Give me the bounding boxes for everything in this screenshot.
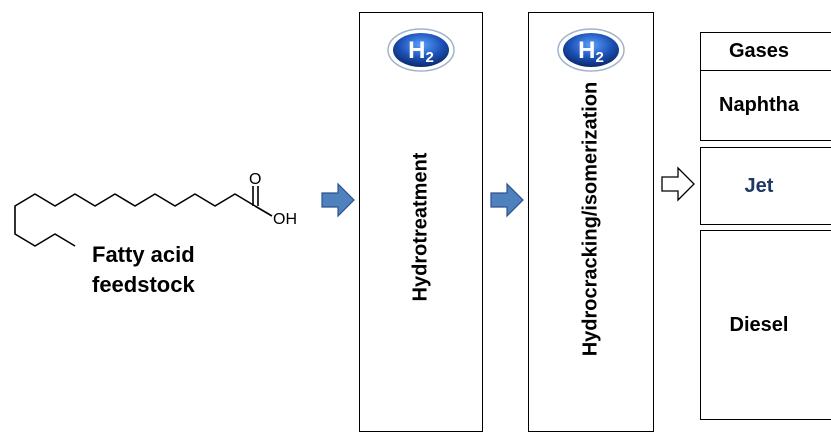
product-jet: Jet <box>700 147 831 225</box>
hydroxyl-bond <box>254 205 273 217</box>
hydrotreatment-step: H2 Hydrotreatment <box>359 12 483 432</box>
product-naphtha: Naphtha <box>700 70 831 141</box>
carbon-chain <box>14 193 256 247</box>
hydrotreatment-label: Hydrotreatment <box>409 152 432 302</box>
reagent-symbol: H <box>578 37 595 64</box>
product-jet-label: Jet <box>744 174 774 197</box>
oxygen-atom-label: O <box>249 171 261 188</box>
feedstock-label-line1: Fatty acid <box>92 242 195 267</box>
fatty-acid-structure: O OH <box>14 171 297 247</box>
hydrogen-icon: H2 <box>387 28 455 72</box>
feedstock-label-line2: feedstock <box>92 272 195 297</box>
product-diesel-label: Diesel <box>729 313 789 336</box>
hydrocracking-label: Hydrocracking/isomerization <box>579 81 602 357</box>
hydrocracking-step: H2 Hydrocracking/isomerization <box>528 12 654 432</box>
product-gases: Gases <box>700 32 831 71</box>
product-gases-label: Gases <box>728 40 790 62</box>
arrow-right-icon <box>321 182 355 218</box>
product-diesel: Diesel <box>700 230 831 420</box>
hydroxyl-label: OH <box>273 211 297 228</box>
reagent-symbol: H <box>408 37 425 64</box>
hydrogen-icon: H2 <box>557 28 625 72</box>
reagent-subscript: 2 <box>596 49 604 66</box>
reagent-subscript: 2 <box>426 49 434 66</box>
arrow-right-outline-icon <box>661 166 695 202</box>
product-naphtha-label: Naphtha <box>719 94 799 116</box>
arrow-right-icon <box>490 182 524 218</box>
svg-text:H2: H2 <box>408 37 434 66</box>
svg-text:H2: H2 <box>578 37 604 66</box>
